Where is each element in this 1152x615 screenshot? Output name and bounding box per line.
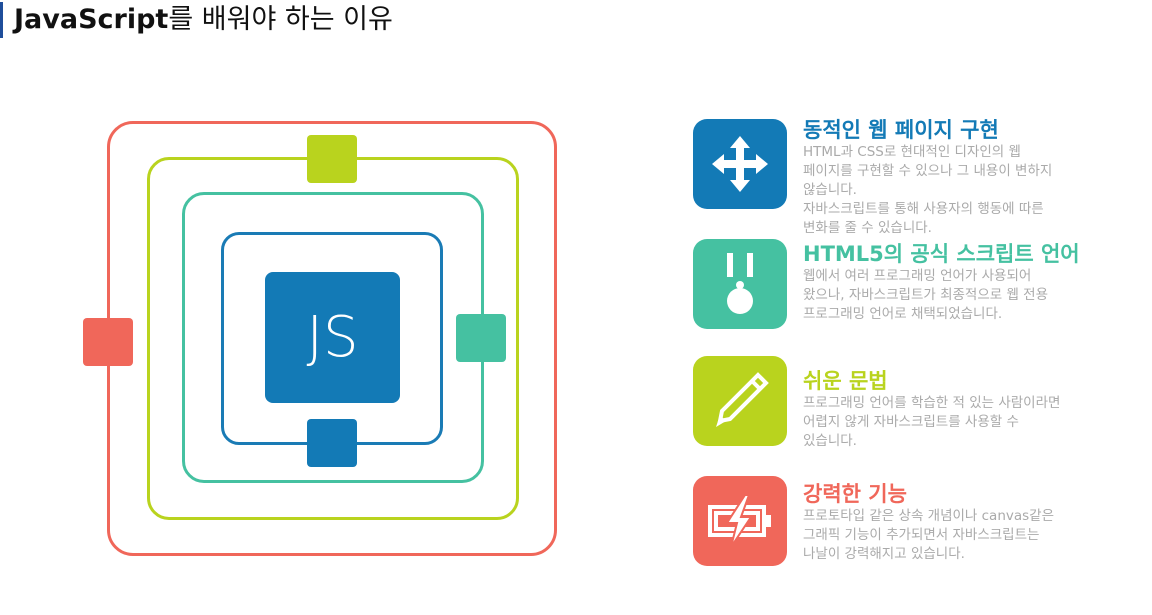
- feature-text: 프로토타입 같은 상속 개념이나 canvas같은: [803, 508, 1055, 524]
- feature-text: 있습니다.: [803, 433, 857, 449]
- medal-icon: [693, 239, 787, 329]
- feature-text: HTML과 CSS로 현대적인 디자인의 웹: [803, 144, 1021, 160]
- js-label: JS: [306, 305, 359, 370]
- feature-dynamic-web: 동적인 웹 페이지 구현 HTML과 CSS로 현대적인 디자인의 웹 페이지를…: [803, 117, 1143, 238]
- feature-text: 왔으나, 자바스크립트가 최종적으로 웹 전용: [803, 287, 1049, 303]
- title-accent-bar: [0, 2, 3, 38]
- feature-powerful: 강력한 기능 프로토타입 같은 상속 개념이나 canvas같은 그래픽 기능이…: [803, 481, 1143, 564]
- feature-text: 프로그래밍 언어로 채택되었습니다.: [803, 306, 1003, 322]
- marker-red: [83, 318, 133, 366]
- battery-charging-icon: [693, 476, 787, 566]
- feature-text: 않습니다.: [803, 182, 857, 198]
- js-logo: JS: [265, 272, 400, 403]
- marker-green: [307, 135, 357, 183]
- feature-easy-syntax: 쉬운 문법 프로그래밍 언어를 학습한 적 있는 사람이라면 어렵지 않게 자바…: [803, 368, 1143, 451]
- feature-title: 강력한 기능: [803, 482, 907, 506]
- feature-text: 그래픽 기능이 추가되면서 자바스크립트는: [803, 527, 1040, 543]
- title-rest: 를 배워야 하는 이유: [168, 4, 393, 35]
- feature-text: 프로그래밍 언어를 학습한 적 있는 사람이라면: [803, 395, 1061, 411]
- feature-text: 나날이 강력해지고 있습니다.: [803, 546, 965, 562]
- feature-html5-script: HTML5의 공식 스크립트 언어 웹에서 여러 프로그래밍 언어가 사용되어 …: [803, 241, 1143, 324]
- feature-text: 페이지를 구현할 수 있으나 그 내용이 변하지: [803, 163, 1053, 179]
- feature-title: 쉬운 문법: [803, 369, 888, 393]
- feature-text: 변화를 줄 수 있습니다.: [803, 220, 932, 236]
- feature-text: 웹에서 여러 프로그래밍 언어가 사용되어: [803, 268, 1032, 284]
- page-title: JavaScript를 배워야 하는 이유: [14, 0, 393, 40]
- move-arrows-icon: [693, 119, 787, 209]
- feature-title: HTML5의 공식 스크립트 언어: [803, 242, 1080, 266]
- marker-teal: [456, 314, 506, 362]
- feature-text: 어렵지 않게 자바스크립트를 사용할 수: [803, 414, 1019, 430]
- pencil-icon: [693, 356, 787, 446]
- feature-title: 동적인 웹 페이지 구현: [803, 118, 999, 142]
- title-bold: JavaScript: [14, 4, 169, 35]
- marker-blue: [307, 419, 357, 467]
- feature-text: 자바스크립트를 통해 사용자의 행동에 따른: [803, 201, 1044, 217]
